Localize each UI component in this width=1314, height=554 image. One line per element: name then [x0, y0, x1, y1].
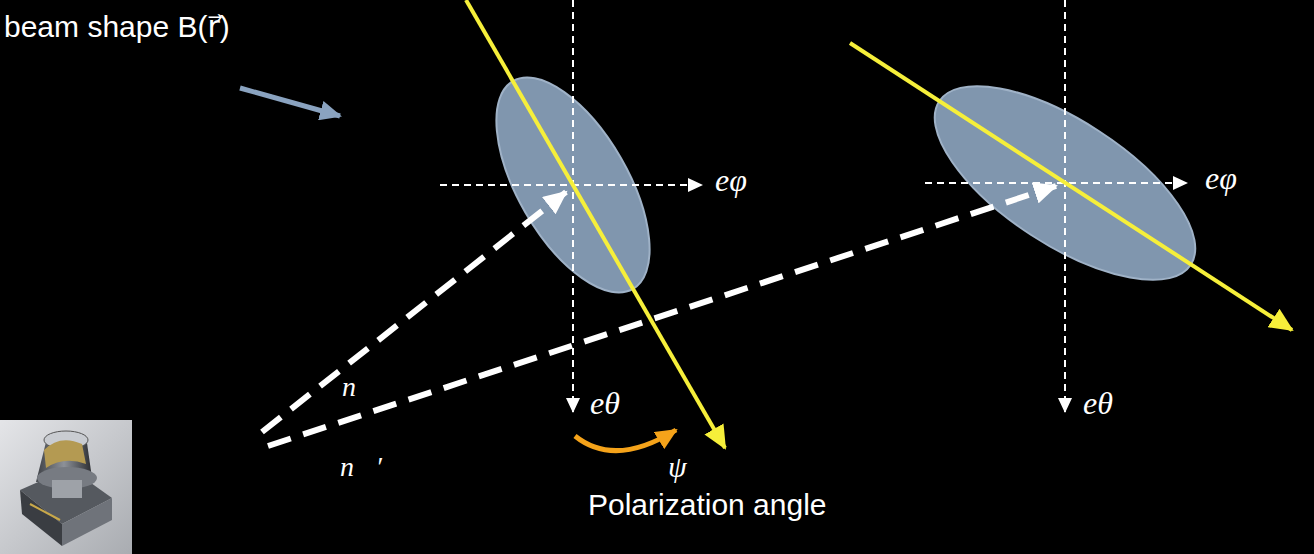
- axis-label: eθ: [590, 386, 620, 421]
- vector-label: n⃗: [342, 372, 378, 403]
- theta-axis: [572, 0, 574, 412]
- axis-label: eφ: [1205, 161, 1237, 196]
- angle-symbol: ψ: [668, 450, 687, 483]
- leader-arrow: [240, 88, 340, 116]
- beam-callout: beam shape B(r⃗): [4, 10, 230, 43]
- pointing-vector: [268, 186, 1056, 446]
- angle-caption: Polarization angle: [588, 488, 827, 521]
- theta-axis: [1064, 0, 1066, 412]
- vector-label: n⃗′: [340, 452, 382, 483]
- angle-arc: [575, 430, 676, 451]
- satellite-picture: [0, 420, 132, 554]
- polarization-arrow: [850, 43, 1292, 330]
- phi-axis: [925, 182, 1187, 184]
- axis-label: eθ: [1083, 386, 1113, 421]
- axis-label: eφ: [715, 163, 747, 198]
- polarization-arrow: [466, 0, 725, 448]
